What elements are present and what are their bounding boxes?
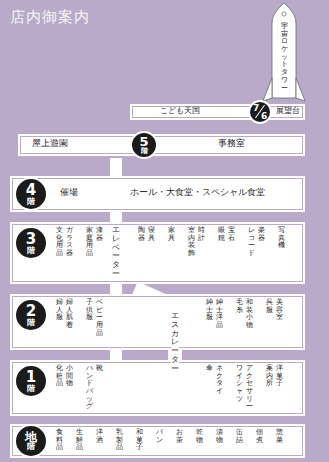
department-name: 小間物 (66, 365, 73, 388)
department-name: 家具 (168, 227, 175, 242)
department-name: ワイシャツ (236, 365, 243, 403)
floor-badge: 地階 (14, 424, 48, 458)
badge-inner: 3階 (16, 228, 46, 258)
floor-badge: 2階 (14, 298, 48, 332)
department-name: 呉服 (266, 299, 273, 314)
badge-inner: 4階 (16, 179, 46, 209)
department-name: 写真機 (278, 227, 285, 250)
rocket-body (272, 3, 296, 98)
floor-number: 3 (26, 232, 36, 247)
floor-suffix: 階 (27, 319, 35, 327)
department-name: 和装小物 (246, 299, 253, 330)
department-name: 室内装飾 (188, 227, 195, 258)
department-name: ネクタイ (216, 365, 223, 396)
page-title: 店内御案内 (10, 8, 90, 27)
department-name: 婦人服 (56, 299, 63, 322)
floor-suffix: 階 (27, 198, 35, 206)
department-name: 生鮮品 (76, 429, 83, 452)
badge-inner: 5階 (132, 133, 156, 157)
department-name: レコード (248, 227, 255, 258)
department-name: 和菓子 (136, 429, 143, 452)
department-name: 紳士洋品 (216, 299, 223, 330)
department-name: 傘 (206, 365, 213, 373)
department-name: こども天国 (160, 107, 200, 116)
department-name: 催場 (60, 188, 78, 198)
badge-inner: 地階 (16, 426, 46, 456)
department-name: 乾物 (196, 429, 203, 444)
department-name: お茶 (176, 429, 183, 444)
department-name: ガラス器 (66, 227, 73, 258)
floor-band: 食料品 生鮮品 洋酒 乳製品 和菓子 パンお茶乾物漬物缶詰佃煮惣菜 地階 (10, 424, 305, 458)
rocket-tower: 宇宙ロケットタワー (272, 22, 296, 98)
department-name: 漆器 (96, 227, 103, 242)
department-name: 眼鏡 (218, 227, 225, 242)
floor-number: 2 (26, 304, 36, 319)
department-name: 文化用品 (56, 227, 63, 258)
department-name: 洋酒 (96, 429, 103, 444)
rocket-fin (263, 78, 272, 101)
floor-band: 婦人服婦人肌着 子供服ベビー用品 紳士服紳士洋品 毛糸和装小物 呉服美容室 2階 (10, 294, 305, 350)
department-name: 美容室 (276, 299, 283, 322)
floor-badge: 5階 (130, 131, 158, 159)
floor-number: 6 (261, 112, 267, 121)
department-name: 惣菜 (276, 429, 283, 444)
department-name: 食料品 (56, 429, 63, 452)
floor-number: 地 (25, 431, 37, 443)
department-name: 展望台 (276, 107, 300, 116)
badge-inner: 1階 (16, 366, 46, 396)
department-name: アクセサリー (246, 365, 253, 411)
department-name: ハンドバッグ (86, 365, 93, 411)
floor-number: 5 (139, 135, 148, 148)
floor-badge: 3階 (14, 226, 48, 260)
department-name: 宝石 (228, 227, 235, 242)
department-name: 案内所 (266, 365, 273, 388)
department-name: 楽器 (258, 227, 265, 242)
department-name: 家庭用品 (86, 227, 93, 258)
department-name: 婦人肌着 (66, 299, 73, 330)
department-name: ホール・大食堂・スペシャル食堂 (130, 188, 265, 198)
department-name: 時計 (198, 227, 205, 242)
department-name: 靴 (96, 365, 103, 373)
department-name: 化粧品 (56, 365, 63, 388)
floor-number: 7 (253, 104, 259, 113)
floor-band: 化粧品小間物 ハンドバッグ靴 傘ネクタイ ワイシャツアクセサリー 案内所洋菓子 1階 (10, 360, 305, 416)
floor-badge: 76 (248, 100, 272, 124)
department-name: パン (156, 429, 163, 444)
floor-band: 催場 ホール・大食堂・スペシャル食堂 4階 (10, 176, 305, 212)
department-name: 事務室 (218, 139, 245, 149)
floor-number: 1 (26, 370, 36, 385)
department-name: 漬物 (216, 429, 223, 444)
floor-badge: 4階 (14, 177, 48, 211)
floor-band: 文化用品ガラス器 家庭用品漆器 陶器寝具家具 室内装飾時計眼鏡宝石 レコード楽器 写真機 3… (10, 222, 305, 284)
department-name: 乳製品 (116, 429, 123, 452)
rocket-window (282, 12, 286, 16)
department-name: 屋上遊園 (32, 139, 68, 149)
floor-suffix: 階 (141, 148, 148, 155)
department-name: 毛糸 (236, 299, 243, 314)
department-name: 子供服 (86, 299, 93, 322)
floor-suffix: 階 (27, 443, 35, 451)
tower-name: 宇宙ロケットタワー (281, 23, 288, 92)
department-name: 佃煮 (256, 429, 263, 444)
floor-number: 4 (26, 183, 36, 198)
floor-band: 屋上遊園 事務室 5階 (18, 134, 305, 156)
escalator-label: エスカレーター (171, 312, 179, 374)
department-name: 洋菓子 (276, 365, 283, 388)
department-name: 寝具 (148, 227, 155, 242)
badge-inner: 2階 (16, 300, 46, 330)
department-name: 陶器 (138, 227, 145, 242)
department-name: 紳士服 (206, 299, 213, 322)
department-name: 缶詰 (236, 429, 243, 444)
floor-band: こども天国 展望台 76 (130, 104, 305, 120)
rocket-fin (296, 78, 305, 101)
department-name: ベビー用品 (96, 299, 103, 337)
floor-suffix: 階 (27, 385, 35, 393)
floor-suffix: 階 (27, 247, 35, 255)
floor-badge: 1階 (14, 364, 48, 398)
elevator-label: エレベーター (112, 226, 120, 279)
